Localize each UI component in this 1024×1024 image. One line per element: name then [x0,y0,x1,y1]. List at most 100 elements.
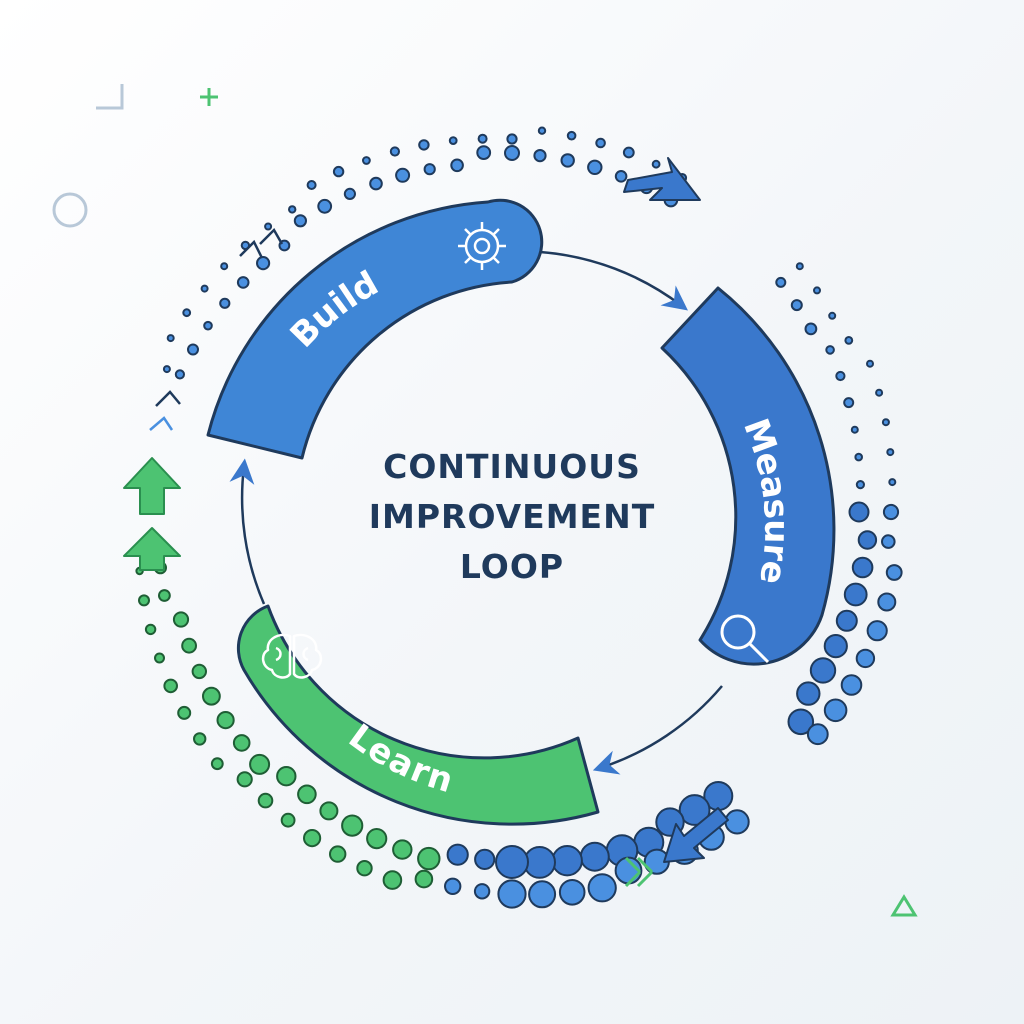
decor-dot [848,501,870,523]
decor-dot [851,556,874,579]
decor-dot [187,343,199,356]
decor-dot [257,792,274,809]
decor-dot [362,156,371,165]
decor-dot [341,814,364,837]
decor-dot [450,158,464,173]
center-title: CONTINUOUS IMPROVEMENT LOOP [369,447,655,586]
decor-dot [276,766,297,787]
gear-icon [458,222,506,270]
decor-dot [787,708,815,736]
decor-dot [678,794,711,826]
bottom-right-arrow-icon [663,807,729,863]
decor-dot [395,167,411,183]
arrow-learn-to-build [229,458,266,605]
brain-icon [261,633,323,679]
decor-dot [796,681,821,706]
decor-dot [537,126,547,135]
decor-dot [835,609,858,632]
decor-dot [166,334,175,343]
decor-dot [622,146,635,159]
decor-dot [306,180,317,190]
decor-dot [303,829,322,848]
decor-dot [473,883,491,900]
decor-dot [813,286,821,295]
decor-dot [875,388,884,397]
decor-dot [795,262,804,271]
decor-dot [823,634,848,659]
decor-dot [249,753,271,775]
top-right-arrow-icon [623,157,701,201]
decor-dot [220,262,229,271]
decor-dot [885,564,903,581]
decor-dot [857,530,878,550]
decor-dot [162,365,171,374]
decor-dot [216,711,235,730]
title-line-1: CONTINUOUS [383,447,641,486]
decor-dot [888,478,897,487]
decor-dot [444,877,462,895]
decor-dot [392,839,413,860]
decor-dot [724,809,750,835]
decor-dot [477,133,488,144]
decor-dot [495,845,529,879]
decor-dot [236,771,253,788]
decor-dot [144,623,157,636]
plus-icon [200,88,218,106]
inner-ring-arrows [229,250,723,775]
decor-dot [828,311,837,320]
arrow-build-to-measure [539,250,688,311]
build-segment [206,198,544,460]
decorative-corner-marks [52,84,918,917]
decor-dot [293,214,307,228]
chevron-icon [624,856,642,888]
decor-dot [200,284,209,293]
decor-dot [210,757,224,771]
decor-dot [288,205,297,214]
decor-dot [423,163,436,176]
decor-dot [651,159,661,169]
decor-dot [881,534,896,549]
decor-dot [163,678,178,694]
decor-dot [528,880,557,909]
decor-dot [881,418,890,427]
decor-dot [389,146,400,157]
decor-dot [182,308,192,318]
decor-dot [854,452,864,462]
decor-dot [343,187,356,200]
decor-dot [595,137,606,149]
decor-dot [297,784,317,805]
decor-dot [587,159,603,176]
decor-dot [855,648,876,669]
decor-dot [172,611,190,628]
decor-dot [558,879,586,906]
decor-dot [886,448,895,457]
decor-dot [877,592,897,612]
decor-dot [587,873,617,903]
decor-dot [181,637,198,654]
decor-dot [236,276,250,289]
decor-dot [825,345,835,355]
decor-dot [866,359,874,368]
up-arrow-icon [123,457,181,515]
decor-dot [417,846,441,871]
decor-dot [506,133,518,145]
decor-dot [191,663,208,680]
decor-dot [566,130,577,141]
decor-dot [448,136,458,146]
decor-dot [844,336,854,345]
decor-dot [775,276,787,288]
arrow-measure-to-learn [592,685,723,775]
decor-dot [158,589,171,602]
chevron-icon [259,227,284,245]
corner-bracket-icon [96,84,124,110]
decor-dot [219,297,231,309]
learn-segment [236,604,600,826]
decor-dot [551,845,583,877]
title-line-2: IMPROVEMENT [369,497,655,536]
stage-measure: Measure [660,286,836,666]
decor-dot [806,723,829,746]
decor-dot [174,369,185,380]
decor-dot [804,322,818,336]
decor-dot [497,879,527,909]
